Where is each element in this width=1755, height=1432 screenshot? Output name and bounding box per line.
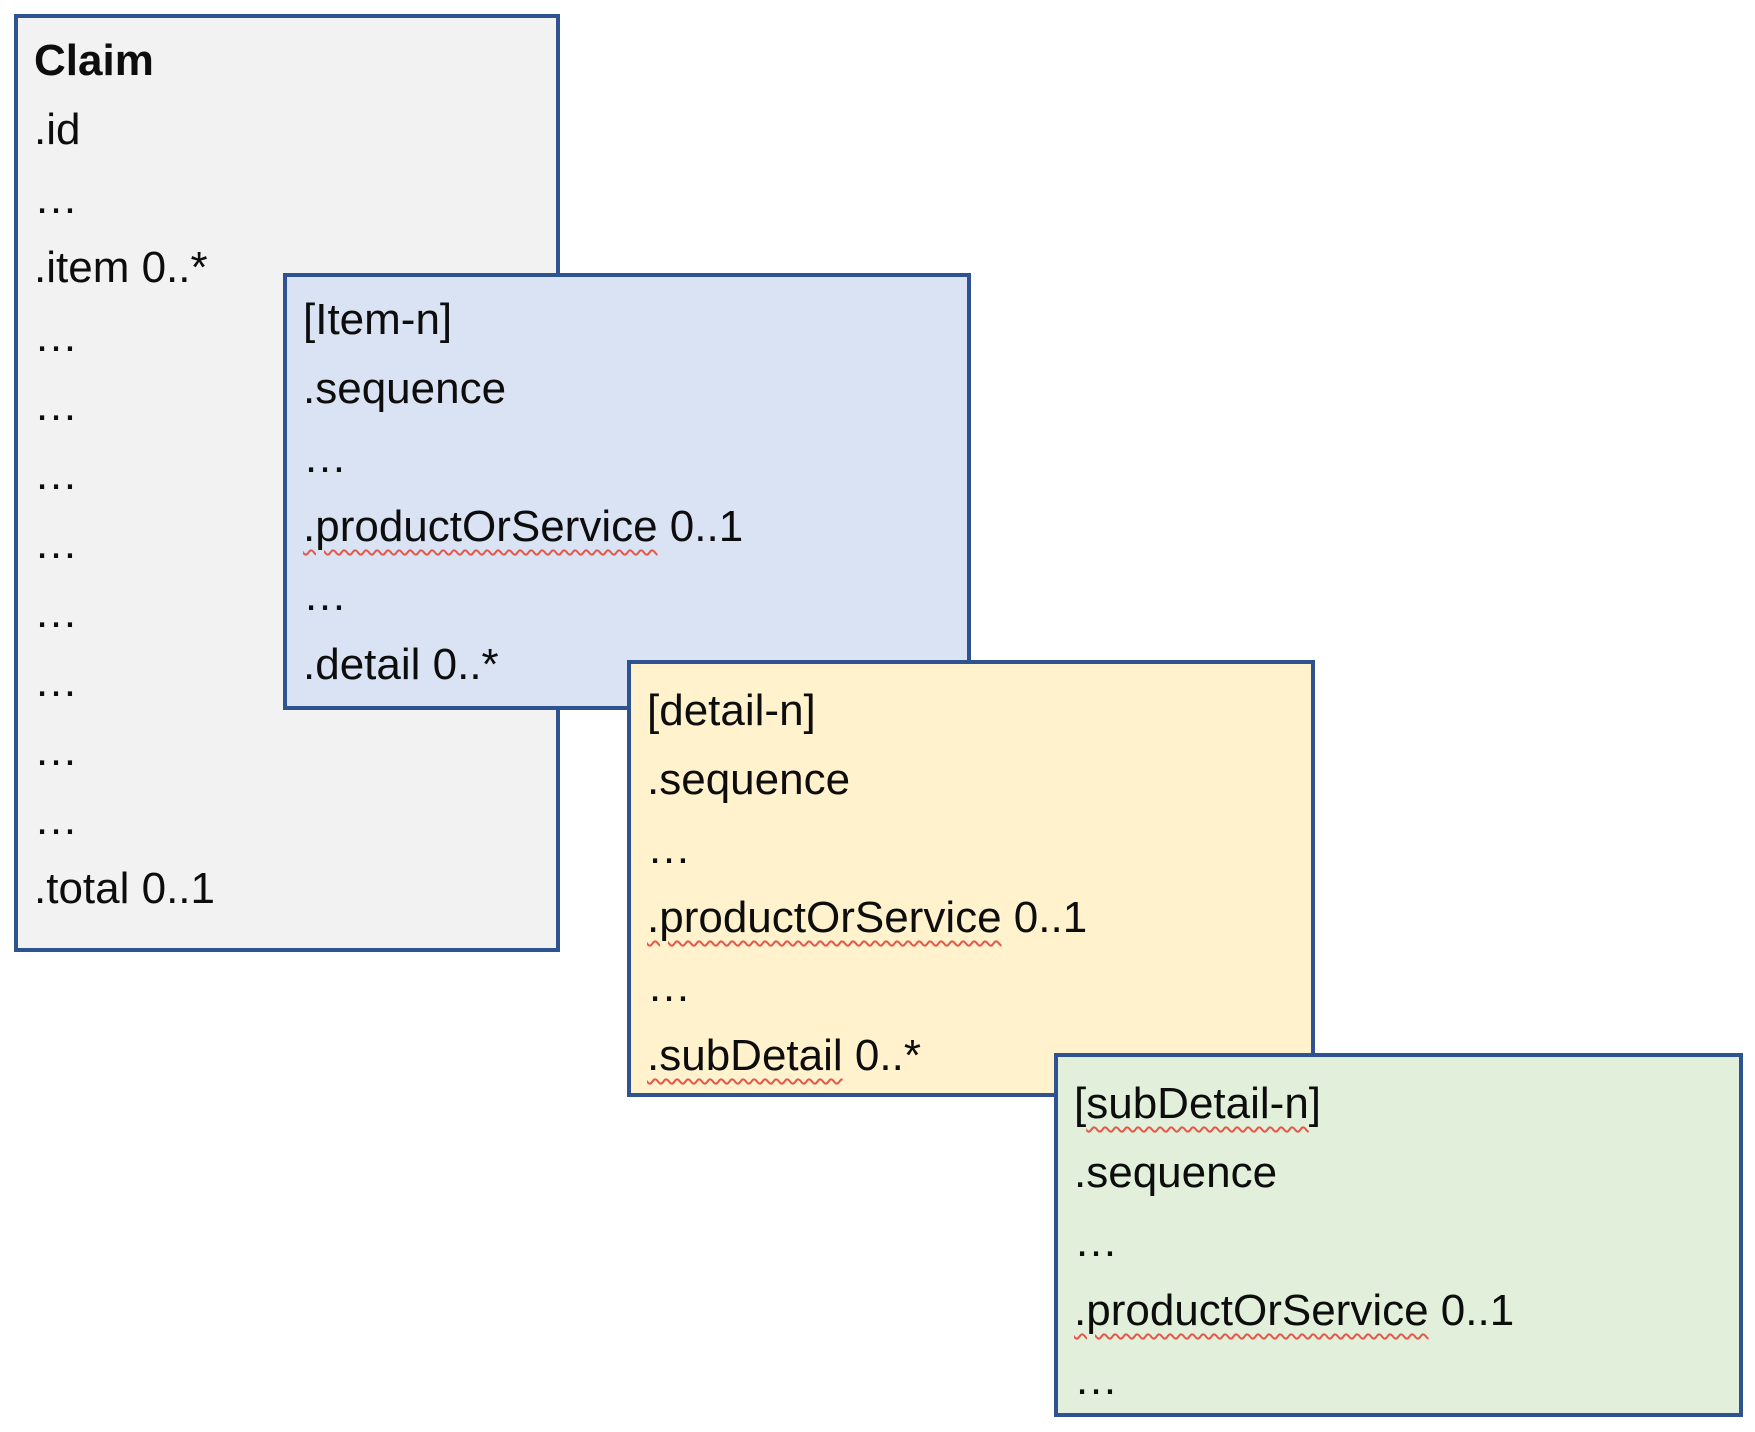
field-row: … — [34, 588, 78, 637]
field-row: … — [303, 571, 347, 620]
field-row: … — [1074, 1217, 1118, 1266]
field-row: … — [34, 519, 78, 568]
spellcheck-squiggle-text: .productOrService — [647, 893, 1002, 942]
spellcheck-squiggle-text: .productOrService — [1074, 1286, 1429, 1335]
field-row: .productOrService 0..1 — [303, 502, 744, 551]
field-row: .subDetail 0..* — [647, 1031, 921, 1080]
subdetail-title: [subDetail-n] — [1074, 1079, 1322, 1128]
field-row: … — [34, 312, 78, 361]
field-row: … — [1074, 1355, 1118, 1404]
detail-box: [detail-n] .sequence … .productOrService 0.… — [627, 660, 1315, 1097]
spellcheck-squiggle-text: .productOrService — [303, 502, 658, 551]
field-row: … — [647, 824, 691, 873]
field-row: .total 0..1 — [34, 864, 216, 913]
field-row: .sequence — [647, 755, 851, 804]
field-row: … — [303, 433, 347, 482]
field-row: … — [34, 657, 78, 706]
spellcheck-squiggle-text: .subDetail — [647, 1031, 843, 1080]
field-row: … — [34, 381, 78, 430]
field-row: .productOrService 0..1 — [1074, 1286, 1515, 1335]
field-row: .sequence — [1074, 1148, 1278, 1197]
field-row: .detail 0..* — [303, 640, 499, 689]
spellcheck-squiggle-text: subDetail-n — [1086, 1079, 1309, 1128]
field-row: … — [34, 795, 78, 844]
field-row: .sequence — [303, 364, 507, 413]
item-box: [Item-n] .sequence … .productOrService 0..1… — [283, 273, 971, 710]
field-row: … — [34, 726, 78, 775]
field-row: … — [34, 174, 78, 223]
field-row: .id — [34, 105, 81, 154]
field-row: … — [34, 450, 78, 499]
item-title: [Item-n] — [303, 295, 453, 344]
field-row: … — [647, 962, 691, 1011]
field-row: .item 0..* — [34, 243, 208, 292]
subdetail-box: [subDetail-n] .sequence … .productOrService… — [1054, 1053, 1743, 1417]
claim-title: Claim — [34, 36, 154, 85]
detail-title: [detail-n] — [647, 686, 816, 735]
field-row: .productOrService 0..1 — [647, 893, 1088, 942]
